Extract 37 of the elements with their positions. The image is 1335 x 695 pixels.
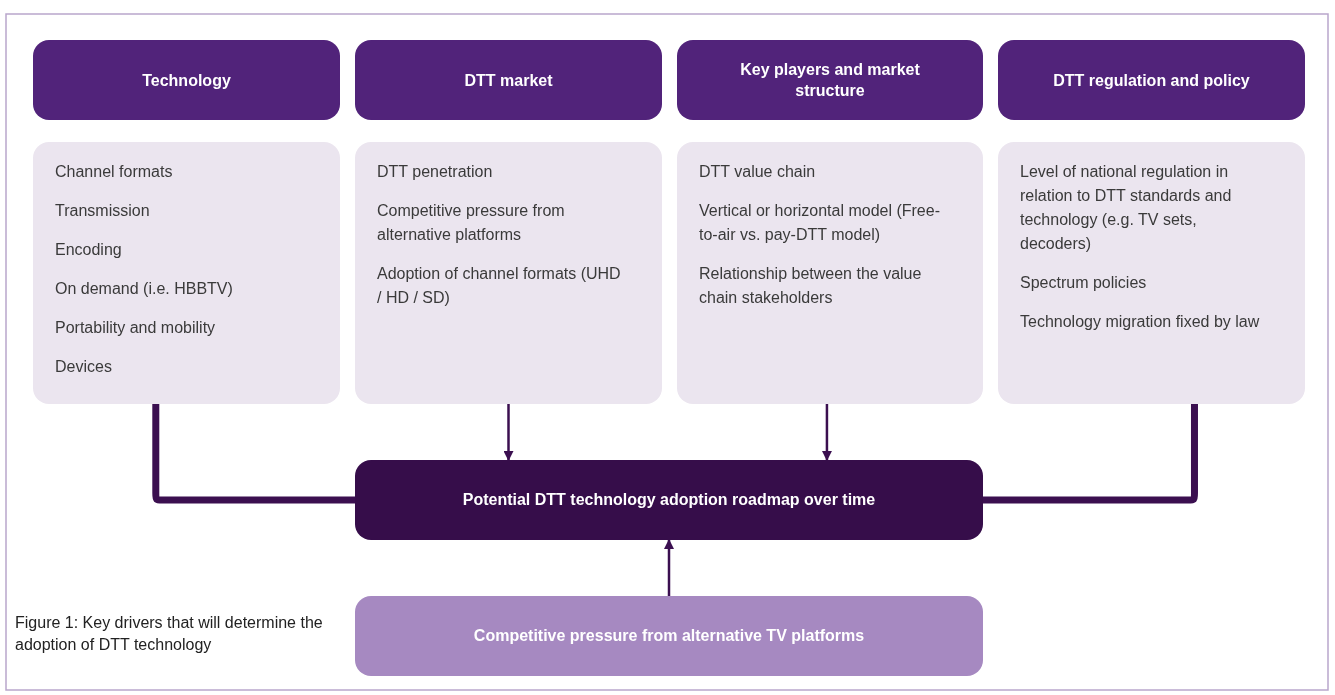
node-label: Potential DTT technology adoption roadmap over time	[462, 491, 876, 509]
driver-item: Encoding	[55, 240, 123, 260]
node-label: Technology	[142, 70, 231, 91]
node-label: Competitive pressure from alternative TV platforms	[473, 627, 865, 645]
driver-item: DTT value chain	[699, 162, 817, 182]
driver-item: On demand (i.e. HBBTV)	[55, 279, 234, 299]
driver-item: Adoption of channel formats (UHD / HD / SD)	[377, 264, 622, 308]
driver-item: Relationship between the value chain stakeholders	[699, 264, 923, 308]
node-label: DTT market	[464, 70, 553, 91]
node-label: Key players and market structure	[739, 60, 921, 101]
connector-line	[152, 404, 355, 504]
driver-item: Transmission	[55, 201, 151, 221]
driver-item: Portability and mobility	[55, 318, 217, 338]
category-header	[33, 40, 340, 120]
driver-item: Competitive pressure from alternative platforms	[377, 201, 566, 245]
roadmap-box	[355, 460, 983, 540]
category-header	[998, 40, 1305, 120]
driver-list-card	[33, 142, 340, 404]
node-label: DTT regulation and policy	[1053, 70, 1250, 91]
arrow	[503, 404, 514, 461]
driver-list-card	[677, 142, 983, 404]
driver-item: DTT penetration	[377, 162, 494, 182]
figure-caption: Figure 1: Key drivers that will determine the adoption of DTT technology	[15, 613, 324, 655]
driver-item: Technology migration fixed by law	[1020, 312, 1261, 332]
driver-list-card	[355, 142, 662, 404]
driver-item: Level of national regulation in relation to DTT standards and technology (e.g. TV sets, decoders)	[1020, 162, 1233, 254]
category-header	[677, 40, 983, 120]
arrow	[664, 539, 674, 596]
connector-line	[983, 404, 1198, 504]
arrow	[821, 404, 832, 461]
driver-item: Devices	[55, 357, 113, 377]
pressure-box	[355, 596, 983, 676]
driver-item: Vertical or horizontal model (Free-to-air vs. pay-DTT model)	[699, 201, 941, 245]
category-header	[355, 40, 662, 120]
driver-item: Channel formats	[55, 162, 174, 182]
driver-item: Spectrum policies	[1020, 273, 1148, 293]
driver-list-card	[998, 142, 1305, 404]
